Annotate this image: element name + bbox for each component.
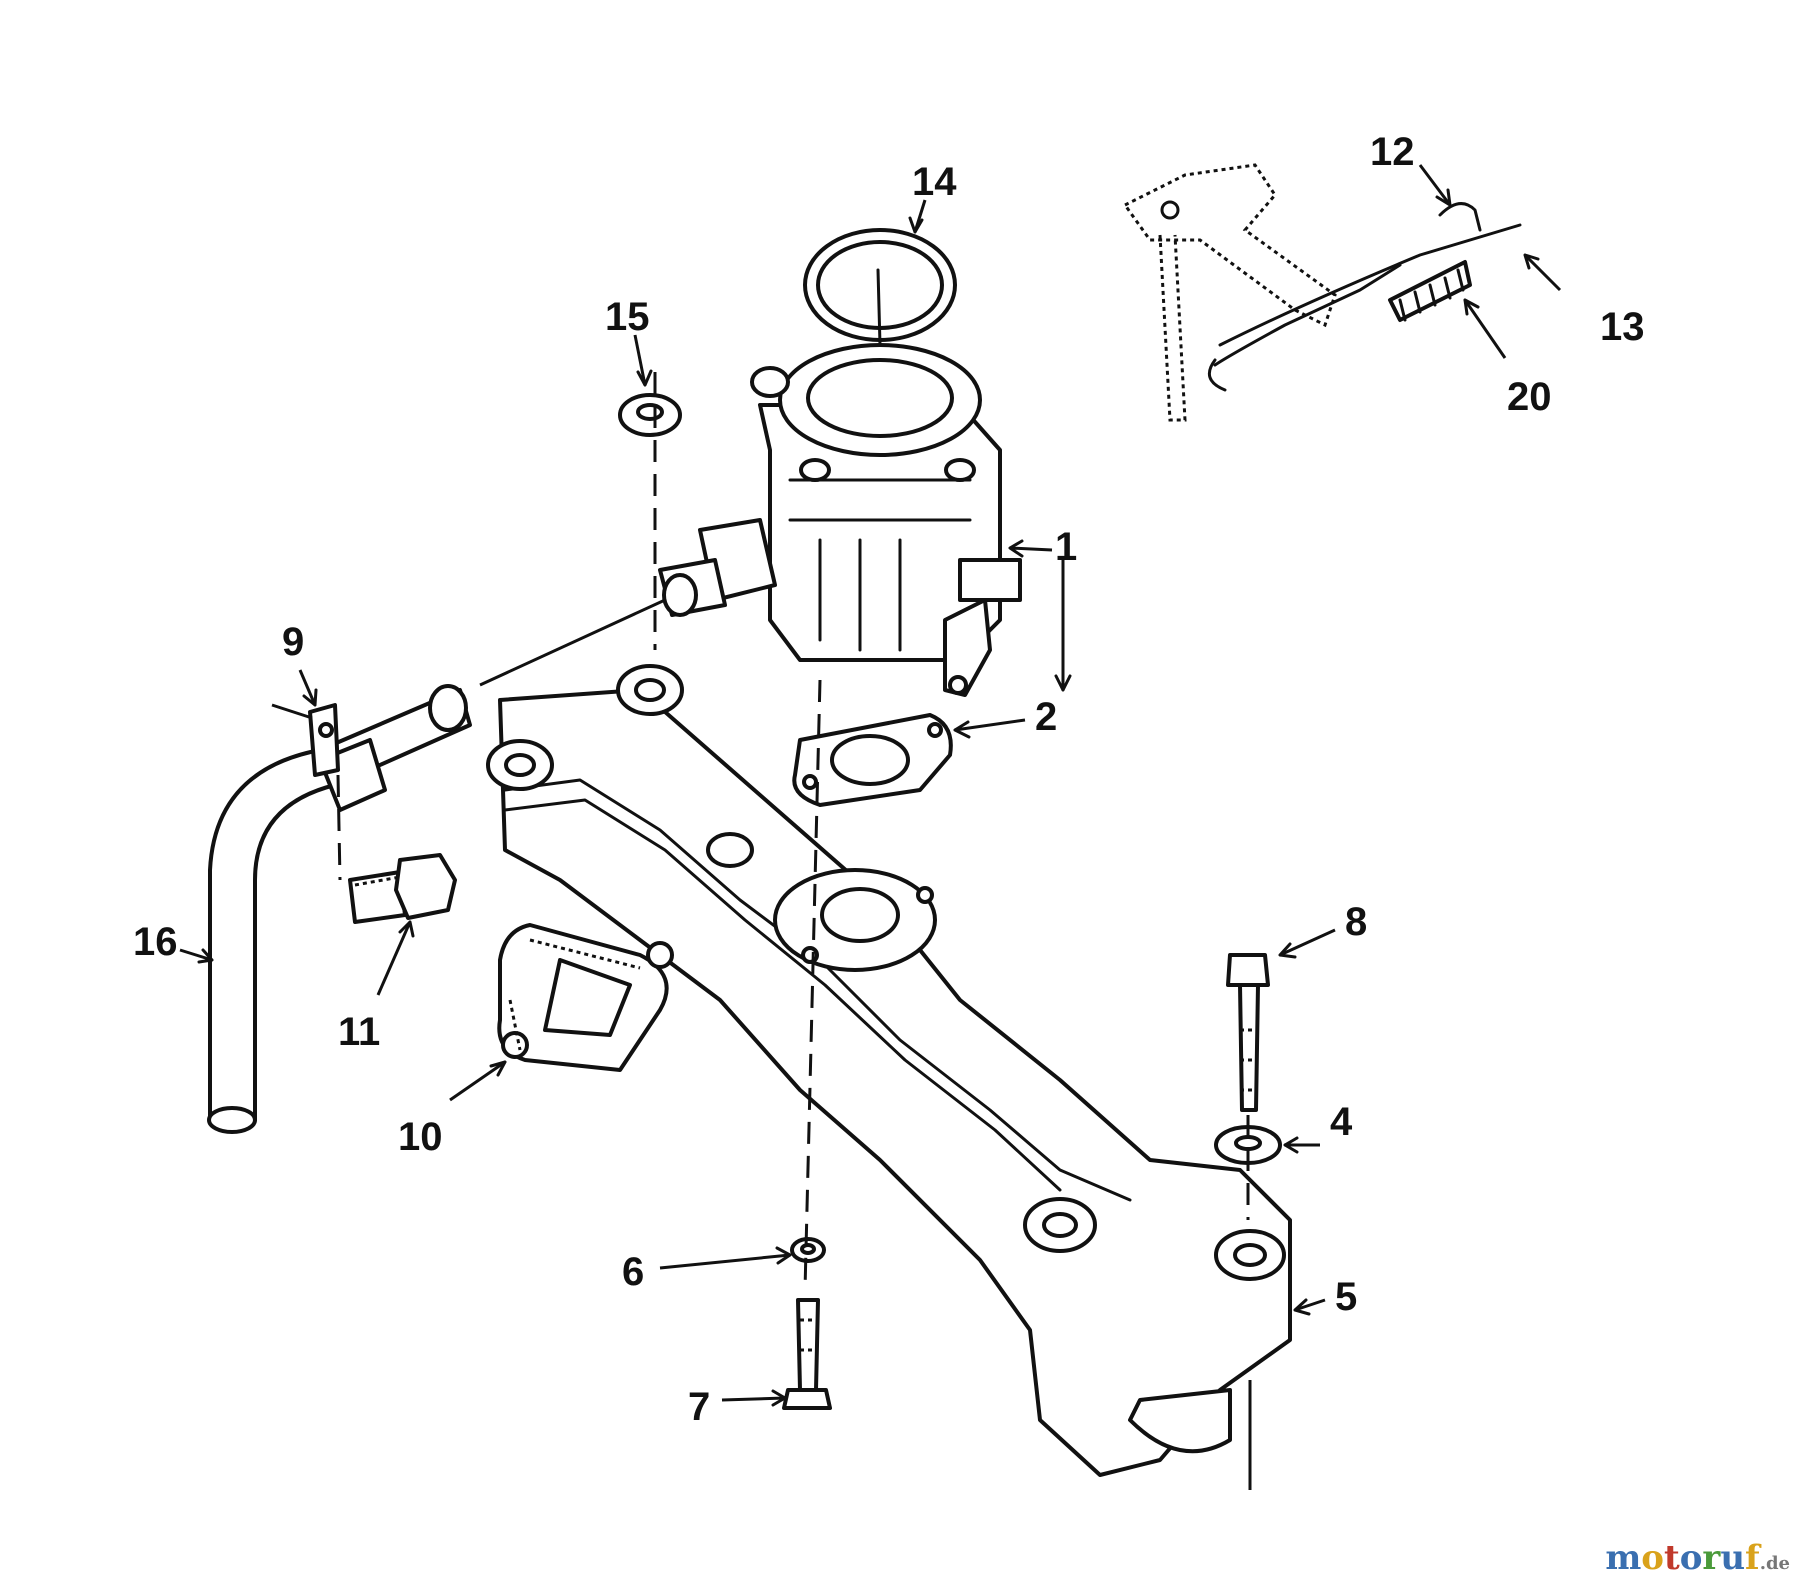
callout-7: 7 xyxy=(688,1385,710,1429)
callout-2: 2 xyxy=(1035,695,1057,739)
throttle-lever xyxy=(1122,163,1337,422)
carburetor xyxy=(658,343,1022,697)
callout-15: 15 xyxy=(605,295,650,339)
bolt-short xyxy=(348,853,457,924)
hose-clamp xyxy=(308,703,340,777)
spring-clip xyxy=(1438,202,1482,232)
washer xyxy=(618,393,682,437)
callout-8: 8 xyxy=(1345,900,1367,944)
watermark-letter: f xyxy=(1745,1538,1760,1578)
watermark-logo: motoruf.de xyxy=(1605,1538,1790,1578)
throttle-spring xyxy=(1207,223,1522,392)
carburetor-gasket xyxy=(792,713,953,807)
watermark-letter: r xyxy=(1702,1538,1721,1578)
callout-6: 6 xyxy=(622,1250,644,1294)
callout-20: 20 xyxy=(1507,375,1552,419)
callout-9: 9 xyxy=(282,620,304,664)
watermark-domain: .de xyxy=(1759,1553,1790,1574)
callout-11: 11 xyxy=(338,1010,380,1054)
align-line-hose xyxy=(479,598,666,687)
align-line-9 xyxy=(271,703,313,720)
screw xyxy=(782,1298,832,1410)
leader-lines xyxy=(179,164,1562,1407)
callout-16: 16 xyxy=(133,920,178,964)
watermark-letter: t xyxy=(1663,1538,1680,1578)
callout-5: 5 xyxy=(1335,1275,1357,1319)
watermark-letter: o xyxy=(1679,1538,1703,1578)
callout-12: 12 xyxy=(1370,130,1415,174)
watermark-letter: m xyxy=(1605,1538,1642,1578)
callout-1: 1 xyxy=(1055,525,1077,569)
intake-manifold xyxy=(486,664,1292,1477)
align-line-11 xyxy=(336,774,342,881)
watermark-letter: u xyxy=(1720,1538,1746,1578)
fuel-hose xyxy=(207,684,472,1134)
bolt-long xyxy=(1226,953,1270,1112)
callout-10: 10 xyxy=(398,1115,443,1159)
callout-4: 4 xyxy=(1330,1100,1353,1144)
watermark-letter: o xyxy=(1641,1538,1664,1578)
washer-6 xyxy=(790,1237,826,1263)
callout-13: 13 xyxy=(1600,305,1645,349)
o-ring-gasket xyxy=(803,228,957,347)
manifold-gasket xyxy=(497,923,674,1072)
callout-14: 14 xyxy=(912,160,957,204)
